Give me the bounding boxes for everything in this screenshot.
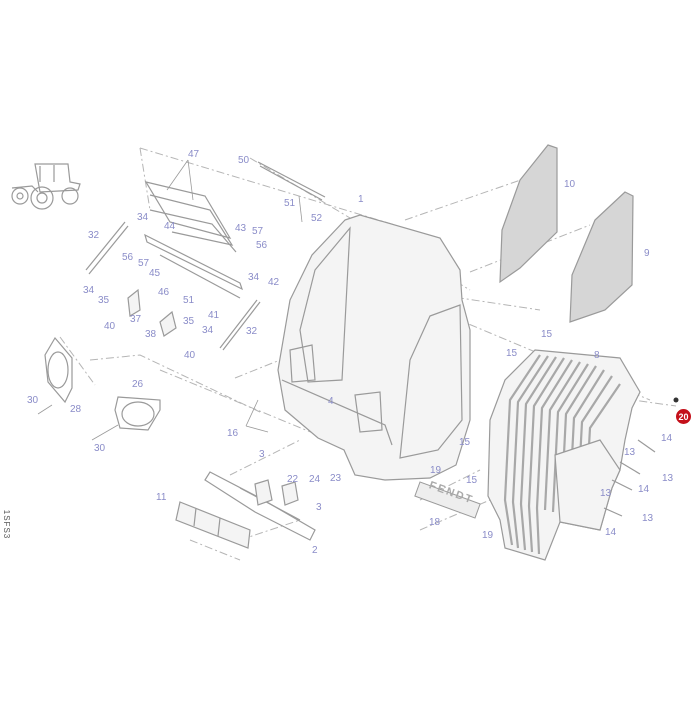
part-label-23[interactable]: 23	[330, 473, 342, 484]
part-label-35[interactable]: 35	[98, 295, 110, 306]
part-label-8[interactable]: 8	[594, 350, 600, 361]
part-label-44[interactable]: 44	[164, 221, 176, 232]
part-label-15[interactable]: 15	[506, 348, 518, 359]
part-label-13[interactable]: 13	[600, 488, 612, 499]
part-label-34[interactable]: 34	[137, 212, 149, 223]
highlighted-part-20[interactable]: 20	[676, 409, 691, 424]
part-label-34[interactable]: 34	[83, 285, 95, 296]
part-label-26[interactable]: 26	[132, 379, 144, 390]
part-label-3[interactable]: 3	[316, 502, 322, 513]
tractor-thumbnail-icon	[11, 163, 81, 210]
part-label-3[interactable]: 3	[259, 449, 265, 460]
part-label-2[interactable]: 2	[312, 545, 318, 556]
part-label-30[interactable]: 30	[94, 443, 106, 454]
part-label-35[interactable]: 35	[183, 316, 195, 327]
part-label-38[interactable]: 38	[145, 329, 157, 340]
part-label-34[interactable]: 34	[248, 272, 260, 283]
part-label-19[interactable]: 19	[482, 530, 494, 541]
part-label-13[interactable]: 13	[642, 513, 654, 524]
part-label-10[interactable]: 10	[564, 179, 576, 190]
part-label-15[interactable]: 15	[541, 329, 553, 340]
part-label-45[interactable]: 45	[149, 268, 161, 279]
part-label-37[interactable]: 37	[130, 314, 142, 325]
part-label-32[interactable]: 32	[246, 326, 258, 337]
part-label-46[interactable]: 46	[158, 287, 170, 298]
part-label-15[interactable]: 15	[466, 475, 478, 486]
part-label-14[interactable]: 14	[638, 484, 650, 495]
part-label-56[interactable]: 56	[256, 240, 268, 251]
part-label-13[interactable]: 13	[662, 473, 674, 484]
part-label-47[interactable]: 47	[188, 149, 200, 160]
part-label-22[interactable]: 22	[287, 474, 299, 485]
part-label-56[interactable]: 56	[122, 252, 134, 263]
part-label-52[interactable]: 52	[311, 213, 323, 224]
part-label-40[interactable]: 40	[104, 321, 116, 332]
part-label-18[interactable]: 18	[429, 517, 441, 528]
side-id-text: 1SFS3	[2, 509, 12, 540]
part-label-43[interactable]: 43	[235, 223, 247, 234]
part-label-9[interactable]: 9	[644, 248, 650, 259]
part-label-19[interactable]: 19	[430, 465, 442, 476]
part-label-24[interactable]: 24	[309, 474, 321, 485]
part-label-51[interactable]: 51	[284, 198, 296, 209]
part-label-32[interactable]: 32	[88, 230, 100, 241]
part-label-41[interactable]: 41	[208, 310, 220, 321]
part-label-16[interactable]: 16	[227, 428, 239, 439]
part-label-14[interactable]: 14	[661, 433, 673, 444]
fendt-badge	[414, 481, 481, 519]
part-label-50[interactable]: 50	[238, 155, 250, 166]
part-label-1[interactable]: 1	[358, 194, 364, 205]
part-label-15[interactable]: 15	[459, 437, 471, 448]
part-label-13[interactable]: 13	[624, 447, 636, 458]
part-label-57[interactable]: 57	[252, 226, 264, 237]
part-label-57[interactable]: 57	[138, 258, 150, 269]
part-label-34[interactable]: 34	[202, 325, 214, 336]
part-label-4[interactable]: 4	[328, 396, 334, 407]
part-label-42[interactable]: 42	[268, 277, 280, 288]
part-label-40[interactable]: 40	[184, 350, 196, 361]
part-label-30[interactable]: 30	[27, 395, 39, 406]
part-label-14[interactable]: 14	[605, 527, 617, 538]
part-label-28[interactable]: 28	[70, 404, 82, 415]
part-label-11[interactable]: 11	[156, 492, 167, 503]
part-label-51[interactable]: 51	[183, 295, 195, 306]
